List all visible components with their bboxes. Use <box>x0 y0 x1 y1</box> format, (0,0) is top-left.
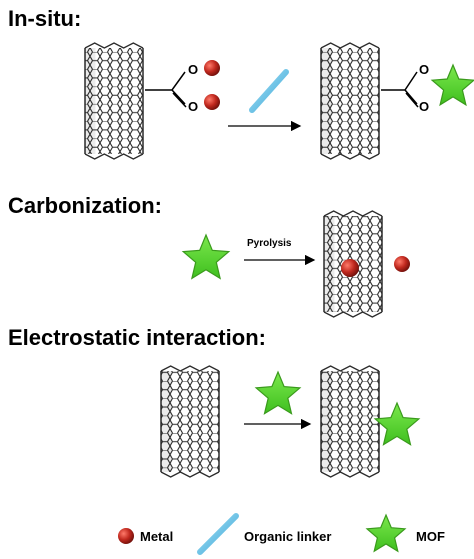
mof-star-icon <box>365 513 407 553</box>
oxygen-label: O <box>188 99 198 114</box>
oxygen-label: O <box>188 62 198 77</box>
carboxyl-group: O O <box>381 62 429 114</box>
carboxyl-group: O O <box>145 62 198 114</box>
section-title-electrostatic: Electrostatic interaction: <box>8 325 266 350</box>
carbon-nanotube-icon <box>84 42 144 160</box>
section-title-in-situ: In-situ: <box>8 6 81 31</box>
oxygen-label: O <box>419 99 429 114</box>
legend-label-mof: MOF <box>416 529 445 544</box>
metal-ball-icon <box>204 94 220 110</box>
mof-star-icon <box>373 401 421 446</box>
legend-label-organic-linker: Organic linker <box>244 529 331 544</box>
mof-star-icon <box>254 370 302 415</box>
oxygen-label: O <box>419 62 429 77</box>
mof-star-icon <box>430 63 474 107</box>
pyrolysis-label: Pyrolysis <box>247 238 292 249</box>
carbon-nanotube-icon <box>320 42 380 160</box>
metal-ball-icon <box>204 60 220 76</box>
legend-label-metal: Metal <box>140 529 173 544</box>
metal-ball-icon <box>341 259 359 277</box>
organic-linker-icon <box>249 69 289 113</box>
carbon-nanotube-icon <box>320 365 380 478</box>
organic-linker-icon <box>197 513 239 555</box>
carbon-nanotube-icon <box>160 365 220 478</box>
carbon-nanotube-icon <box>323 210 383 318</box>
mof-star-icon <box>181 233 231 280</box>
metal-ball-icon <box>118 528 134 544</box>
metal-ball-icon <box>394 256 410 272</box>
section-title-carbonization: Carbonization: <box>8 193 162 218</box>
legend: Metal Organic linker MOF <box>118 513 445 555</box>
